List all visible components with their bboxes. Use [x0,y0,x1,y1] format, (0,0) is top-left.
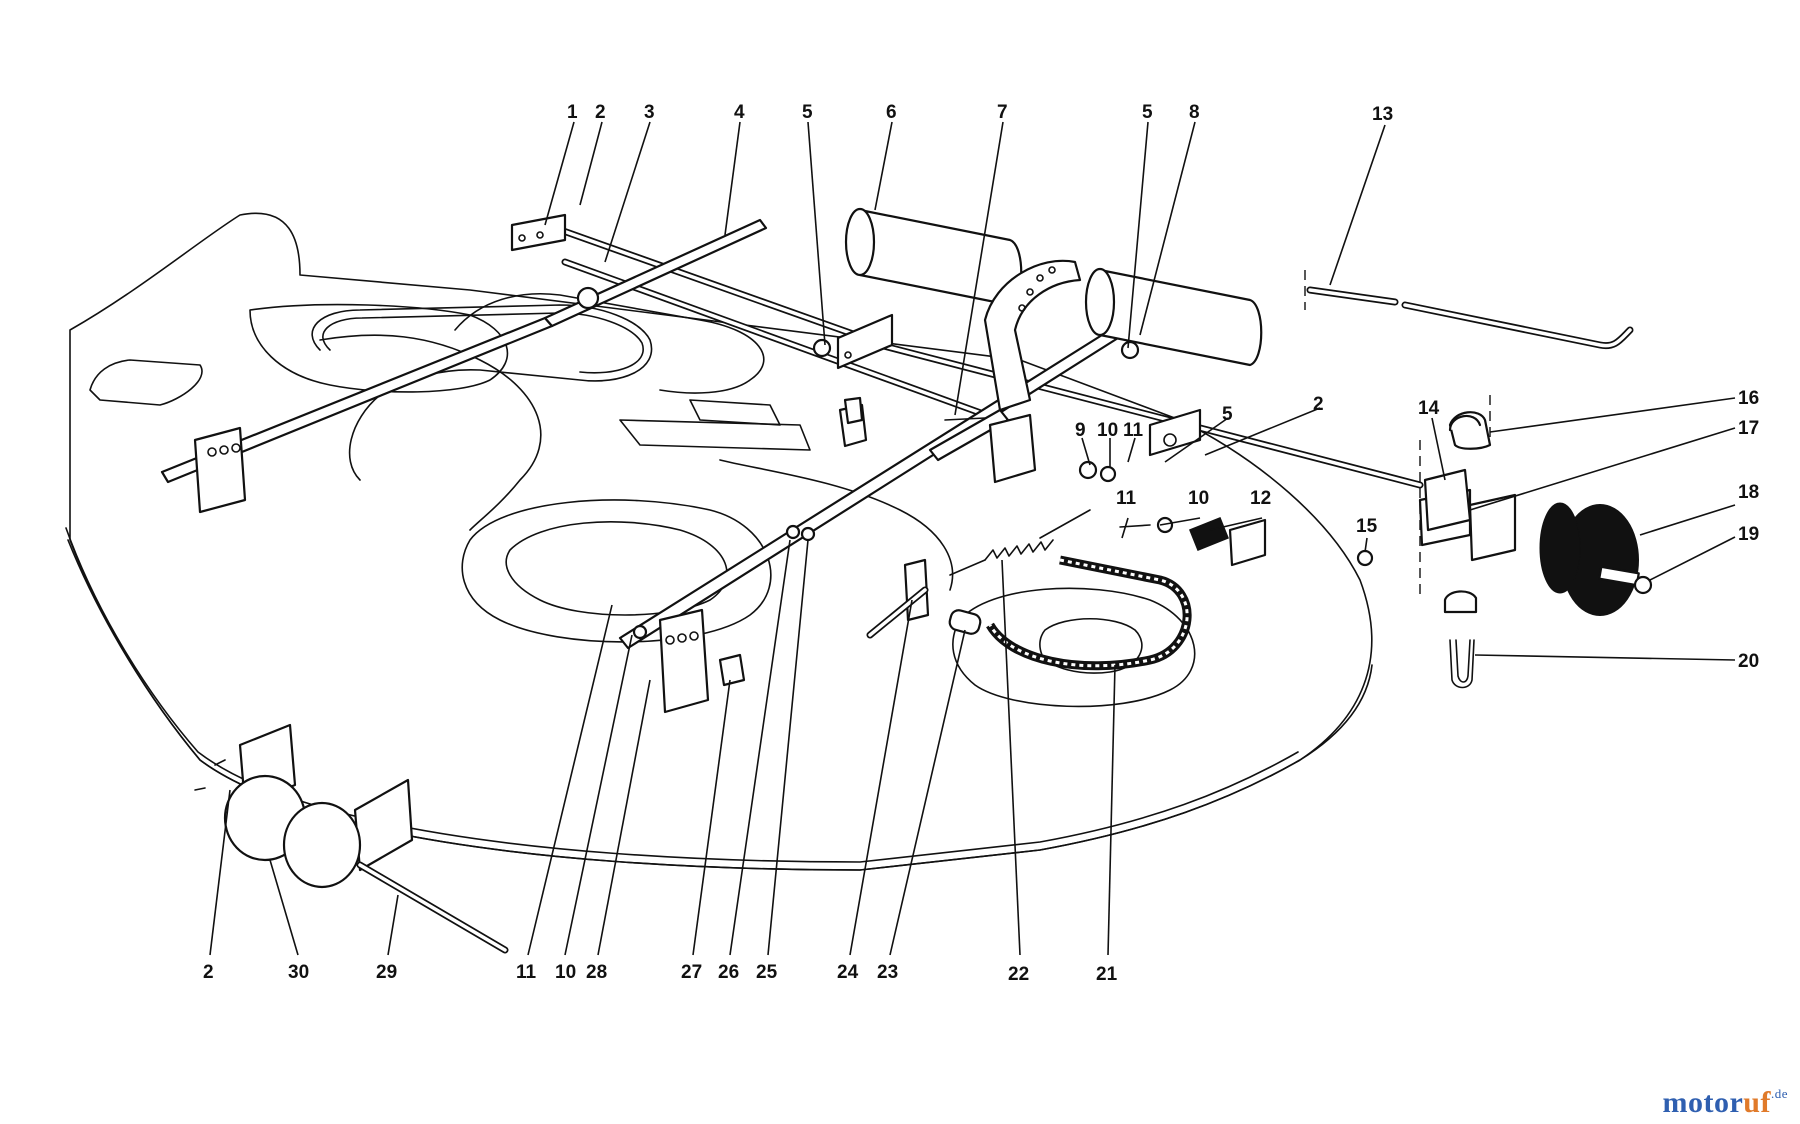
callout-11: 11 [516,962,537,983]
callout-19: 19 [1738,524,1759,545]
callout-10: 10 [1097,420,1118,441]
belt-guard [986,555,1192,671]
callout-17: 17 [1738,418,1759,439]
callout-2: 2 [1313,394,1324,415]
watermark-logo: motoruf.de [1662,1086,1788,1119]
callout-7: 7 [997,102,1008,123]
idler-parts [718,558,982,687]
hardware [632,338,1174,640]
tube-part [1304,270,1634,350]
callout-28: 28 [586,962,607,983]
gauge-wheel-assembly [1356,395,1653,689]
callout-21: 21 [1096,964,1118,985]
callout-18: 18 [1738,482,1759,503]
callout-22: 22 [1008,964,1029,985]
callout-15: 15 [1356,516,1378,537]
callout-1: 1 [567,102,578,123]
callout-10: 10 [555,962,576,983]
leader-lines [209,121,1736,956]
callout-11: 11 [1116,488,1137,509]
height-adjust-plate [983,259,1082,412]
mower-deck-housing [65,212,1373,871]
front-anti-scalp-rollers [194,723,509,954]
callout-9: 9 [1075,420,1086,441]
callout-30: 30 [288,962,309,983]
callout-10: 10 [1188,488,1209,509]
rear-lift-arm [618,328,1120,650]
callout-25: 25 [756,962,778,983]
drive-belt [311,304,653,481]
callout-2: 2 [595,102,606,123]
callout-2: 2 [203,962,214,983]
callout-29: 29 [376,962,397,983]
front-lift-arm [160,218,768,484]
callout-6: 6 [886,102,897,123]
callout-27: 27 [681,962,702,983]
callout-labels: 1 2 3 4 5 6 7 5 8 13 16 17 2 14 5 9 10 1… [203,102,1759,985]
callout-5: 5 [802,102,813,123]
callout-5: 5 [1142,102,1153,123]
callout-23: 23 [877,962,898,983]
deck-rollers [844,207,1263,367]
callout-5: 5 [1222,404,1233,425]
callout-12: 12 [1250,488,1271,509]
callout-11: 11 [1123,420,1144,441]
callout-4: 4 [734,102,745,123]
callout-24: 24 [837,962,859,983]
callout-16: 16 [1738,388,1759,409]
callout-3: 3 [644,102,655,123]
springs [949,509,1229,576]
callout-13: 13 [1372,104,1393,125]
lift-rods [551,224,1424,489]
callout-26: 26 [718,962,739,983]
callout-14: 14 [1418,398,1440,419]
callout-8: 8 [1189,102,1200,123]
callout-20: 20 [1738,651,1759,672]
